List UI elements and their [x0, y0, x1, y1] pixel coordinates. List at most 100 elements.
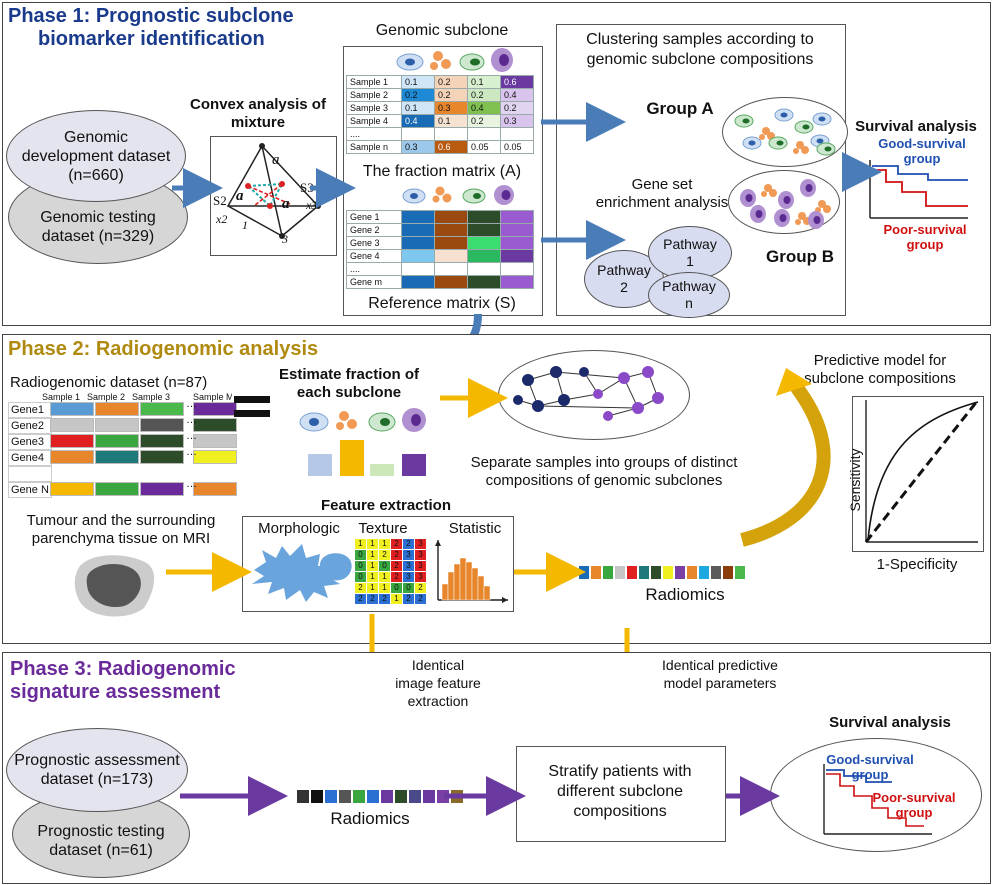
predictive-model-text: Predictive model for subclone compositio… — [780, 352, 980, 388]
radiomics-segment — [626, 565, 638, 580]
triangle-label-a-top: a — [272, 152, 280, 168]
fraction-cell — [434, 127, 468, 141]
gene-row-ellipsis: … — [186, 430, 197, 442]
tumour-image — [74, 555, 155, 617]
gene-row-label: Gene4 — [8, 450, 52, 466]
stratify-text: Stratify patients with different subclon… — [516, 762, 724, 822]
gene-cell — [95, 482, 139, 496]
genomic-subclone-label: Genomic subclone — [375, 22, 509, 39]
reference-cell — [401, 275, 435, 289]
gene-cell — [95, 402, 139, 416]
radiomics-segment — [638, 565, 650, 580]
radiomics-segment — [734, 565, 746, 580]
radiomics-segment — [590, 565, 602, 580]
gene-row-label: Gene3 — [8, 434, 52, 450]
assessment-line1: Prognostic assessment — [14, 752, 180, 769]
phase3-title-line1: Phase 3: Radiogenomic — [10, 658, 236, 680]
radiomics-segment — [698, 565, 710, 580]
clustering-text: Clustering samples according to genomic … — [556, 30, 844, 70]
radiomics-segment — [686, 565, 698, 580]
gene-row-label: Gene1 — [8, 402, 52, 418]
phase3-title-line2: signature assessment — [10, 681, 221, 703]
fraction-cell: 0.3 — [500, 114, 534, 128]
good-survival-label-1: Good-survival group — [872, 136, 972, 166]
reference-row: Gene 2 — [346, 223, 534, 237]
fraction-cell: 0.2 — [467, 114, 501, 128]
pathway-2-line2: 2 — [620, 279, 628, 295]
identical-image-feature-text: Identical image feature extraction — [378, 656, 498, 710]
triangle-label-a-right: a — [282, 196, 290, 212]
dev-dataset-line2: development dataset — [21, 147, 171, 165]
identical-model-line1: Identical predictive — [662, 657, 778, 673]
roc-curve — [864, 399, 980, 543]
texture-cell: 2 — [414, 593, 427, 605]
morphologic-blob — [319, 553, 352, 581]
identical-image-line3: extraction — [407, 693, 469, 709]
identical-image-line2: image feature — [395, 675, 481, 691]
gene-row-ellipsis: … — [186, 414, 197, 426]
triangle-label-1: 1 — [242, 218, 248, 232]
convex-title-line2: mixture — [230, 114, 286, 131]
survival-curve-3 — [823, 764, 932, 835]
statistic-label: Statistic — [448, 520, 502, 537]
fraction-row: .... — [346, 127, 534, 141]
radiomics-segment — [310, 789, 324, 804]
poor-survival-label-1: Poor-survival group — [870, 222, 980, 252]
radiomics-segment — [602, 565, 614, 580]
triangle-label-3: 3 — [282, 232, 288, 246]
testing-line1: Prognostic testing — [37, 823, 165, 840]
reference-matrix-caption: Reference matrix (S) — [368, 295, 516, 312]
test-dataset-line2: dataset (n=329) — [41, 228, 155, 245]
triangle-label-a-mid: a — [236, 188, 244, 204]
radiomics-segment — [650, 565, 662, 580]
gene-row-label — [8, 466, 52, 482]
survival-curve-1 — [869, 160, 968, 219]
gene-cell — [140, 482, 184, 496]
statistic-histogram — [435, 540, 508, 603]
equals-sign — [234, 396, 270, 420]
reference-row: Gene 1 — [346, 210, 534, 224]
estimate-cells-and-bars — [299, 408, 426, 476]
gene-cell — [193, 418, 237, 432]
convex-title-line1: Convex analysis of — [190, 96, 326, 113]
reference-cell — [434, 236, 468, 250]
assessment-line2: dataset (n=173) — [40, 771, 154, 788]
good-survival-line2: group — [903, 151, 941, 166]
radiomics-label-3: Radiomics — [330, 809, 410, 828]
identical-model-line2: model parameters — [663, 675, 777, 691]
reference-row: Gene 4 — [346, 249, 534, 263]
good-survival-3-line2: group — [851, 767, 889, 782]
gene-cell — [95, 450, 139, 464]
fraction-cell: 0.4 — [467, 101, 501, 115]
phase1-title-line2: biomarker identification — [38, 28, 265, 50]
gene-row-label: Gene N — [8, 482, 52, 498]
survival-analysis-title-1: Survival analysis — [855, 118, 977, 135]
gene-cell — [95, 434, 139, 448]
convex-analysis-title: Convex analysis of mixture — [172, 96, 344, 132]
fraction-matrix-caption: The fraction matrix (A) — [362, 163, 522, 180]
estimate-line2: each subclone — [296, 384, 402, 401]
tumour-text: Tumour and the surrounding parenchyma ti… — [6, 512, 236, 548]
gene-cell — [50, 450, 94, 464]
tumour-line2: parenchyma tissue on MRI — [31, 530, 211, 547]
pathway-2-line1: Pathway — [597, 262, 651, 278]
radiomics-segment — [422, 789, 436, 804]
triangle-label-s3: S3 — [300, 180, 314, 195]
radiomics-segment — [722, 565, 734, 580]
reference-cell — [401, 223, 435, 237]
fraction-cell: 0.05 — [500, 140, 534, 154]
gene-row-label: Gene2 — [8, 418, 52, 434]
group-a-label: Group A — [646, 99, 714, 118]
separate-line2: compositions of genomic subclones — [485, 472, 723, 489]
sample-header: Sample 3 — [132, 392, 171, 402]
genomic-development-dataset: Genomic development dataset (n=660) — [6, 110, 186, 202]
fraction-cell: 0.1 — [434, 114, 468, 128]
gene-row-ellipsis: … — [186, 446, 197, 458]
